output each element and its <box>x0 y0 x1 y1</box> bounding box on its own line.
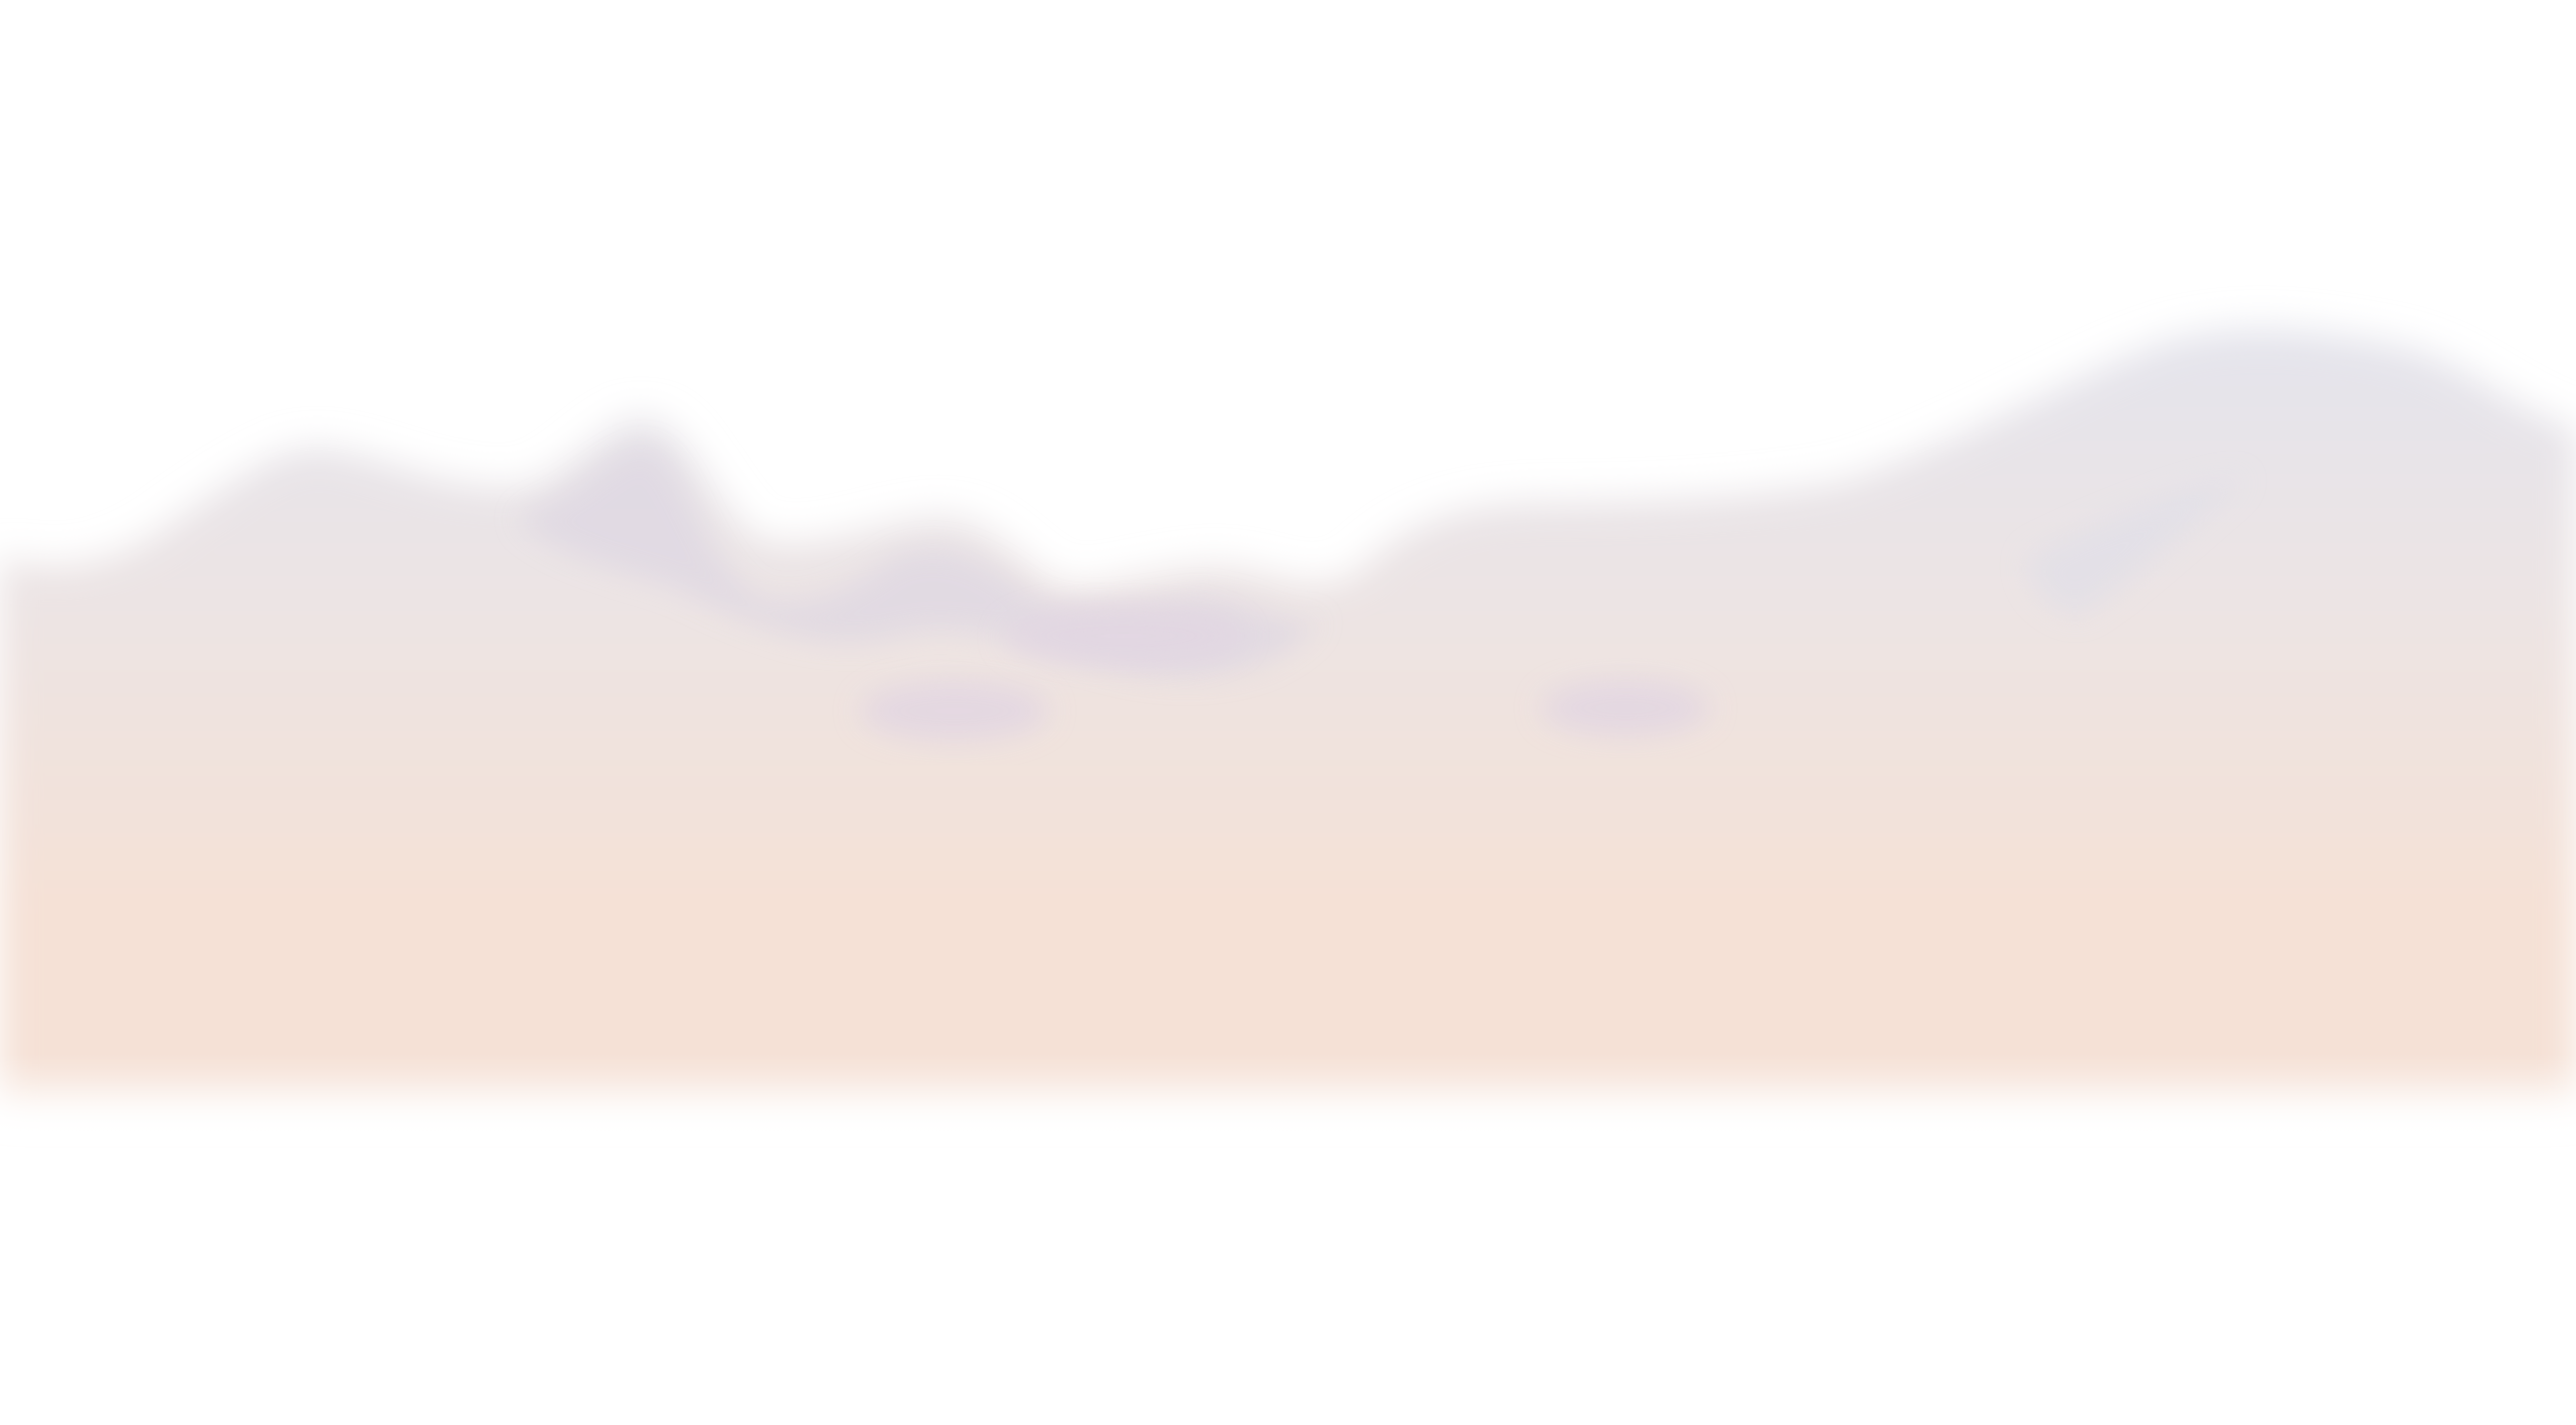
mountain-ridge <box>0 328 2576 1105</box>
bottom-fade <box>0 1054 2576 1144</box>
rock-cluster-left <box>860 681 1049 741</box>
right-ridge-shade <box>2028 477 2247 617</box>
rock-cluster-right <box>1541 680 1710 736</box>
rock-cluster-center <box>1004 607 1243 666</box>
